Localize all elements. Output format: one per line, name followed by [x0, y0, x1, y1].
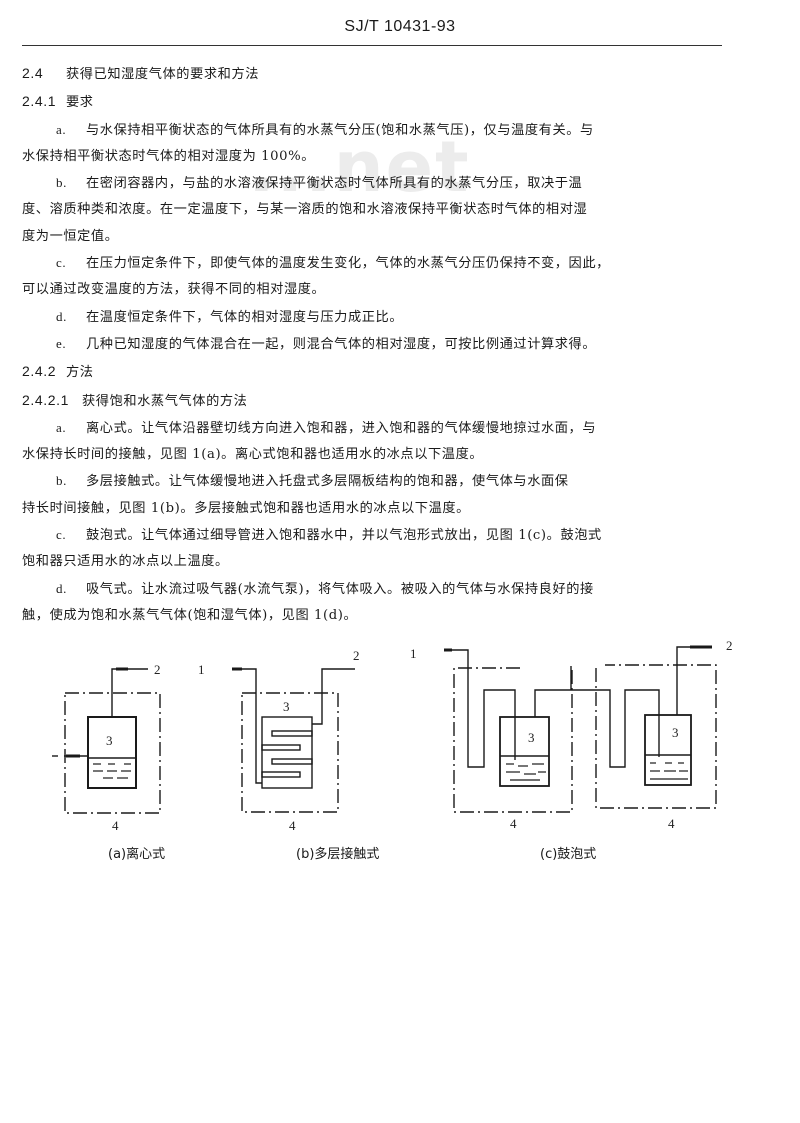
requirement-item-a: a. 与水保持相平衡状态的气体所具有的水蒸气分压(饱和水蒸气压)，仅与温度有关。与… [22, 117, 747, 171]
section-title: 要求 [66, 95, 94, 111]
paragraph-line: 在密闭容器内，与盐的水溶液保持平衡状态时气体所具有的水蒸气分压，取决于温 [86, 176, 583, 192]
paragraph-line: 几种已知湿度的气体混合在一起，则混合气体的相对湿度，可按比例通过计算求得。 [86, 336, 597, 352]
inlet-pipe [444, 649, 516, 768]
watermark: ...net [248, 126, 471, 208]
section-heading-2-4-1: 2.4.1 要求 [22, 88, 747, 116]
bubbles-1 [506, 763, 546, 781]
outlet-pipe [111, 668, 148, 717]
diagram-c-bubbling [444, 645, 717, 813]
paragraph-line: 触，使成为饱和水蒸气气体(饱和湿气体)，见图 1(d)。 [22, 607, 358, 623]
method-item-d: d. 吸气式。让水流过吸气器(水流气泵)，将气体吸入。被吸入的气体与水保持良好的接… [22, 576, 747, 630]
trays [261, 730, 313, 778]
paragraph-line: 饱和器只适用水的冰点以上温度。 [22, 554, 229, 570]
label-thermostat-b: 4 [289, 818, 296, 833]
paragraph-line: 度为一恒定值。 [22, 228, 119, 244]
outlet-pipe [312, 668, 355, 725]
section-number: 2.4.2 [22, 363, 57, 380]
section-title: 获得饱和水蒸气气体的方法 [82, 393, 248, 409]
section-number: 2.4.1 [22, 93, 57, 110]
label-outlet-b: 2 [353, 648, 360, 663]
requirement-item-c: c. 在压力恒定条件下，即使气体的温度发生变化，气体的水蒸气分压仍保持不变，因此，… [22, 250, 747, 304]
section-heading-2-4: 2.4 获得已知湿度气体的要求和方法 [22, 60, 747, 88]
outlet-pipe [676, 646, 712, 715]
thermostat-bath-outline [241, 692, 339, 813]
section-title: 获得已知湿度气体的要求和方法 [66, 67, 260, 82]
label-thermostat-a: 4 [112, 818, 119, 833]
item-letter: c. [56, 255, 67, 271]
saturator-vessel-2 [644, 714, 692, 786]
section-title: 方法 [66, 365, 94, 381]
paragraph-line: 离心式。让气体沿器壁切线方向进入饱和器，进入饱和器的气体缓慢地掠过水面，与 [86, 420, 597, 436]
paragraph-line: 持长时间接触，见图 1(b)。多层接触式饱和器也适用水的冰点以下温度。 [22, 500, 470, 516]
water-hatching [93, 763, 131, 779]
saturator-vessel-1 [499, 716, 550, 787]
diagram-b-multilayer [232, 667, 355, 813]
connecting-pipe [534, 689, 660, 768]
caption-a: (a)离心式 [108, 847, 166, 862]
paragraph-line: 在压力恒定条件下，即使气体的温度发生变化，气体的水蒸气分压仍保持不变，因此， [86, 256, 610, 272]
item-letter: d. [56, 308, 67, 324]
label-thermostat-c2: 4 [668, 816, 675, 831]
paragraph-line: 度、溶质种类和浓度。在一定温度下，与某一溶质的饱和水溶液保持平衡状态时气体的相对… [22, 202, 588, 218]
label-saturator-c2: 3 [672, 725, 679, 740]
label-inlet-b: 1 [198, 662, 205, 677]
saturator-vessel [87, 716, 137, 789]
saturator-vessel [261, 716, 313, 789]
diagram-a-centrifugal [52, 667, 161, 814]
bubbles-2 [650, 762, 688, 780]
thermostat-bath-outline-right [595, 664, 717, 809]
inlet-pipe [232, 668, 262, 784]
thermostat-bath-outline-left [453, 667, 573, 813]
label-saturator-b: 3 [283, 699, 290, 714]
paragraph-line: 鼓泡式。让气体通过细导管进入饱和器水中，并以气泡形式放出，见图 1(c)。鼓泡式 [86, 528, 602, 544]
item-letter: b. [56, 473, 67, 489]
method-item-c: c. 鼓泡式。让气体通过细导管进入饱和器水中，并以气泡形式放出，见图 1(c)。鼓… [22, 522, 747, 576]
item-letter: a. [56, 121, 67, 137]
caption-c: (c)鼓泡式 [540, 847, 597, 862]
section-number: 2.4.2.1 [22, 391, 70, 408]
label-inlet-c: 1 [410, 646, 417, 661]
paragraph-line: 吸气式。让水流过吸气器(水流气泵)，将气体吸入。被吸入的气体与水保持良好的接 [86, 581, 594, 597]
paragraph-line: 水保持长时间的接触，见图 1(a)。离心式饱和器也适用水的冰点以下温度。 [22, 447, 484, 463]
paragraph-line: 水保持相平衡状态时气体的相对湿度为 100%。 [22, 148, 316, 164]
paragraph-line: 多层接触式。让气体缓慢地进入托盘式多层隔板结构的饱和器，使气体与水面保 [86, 474, 569, 490]
item-letter: a. [56, 419, 67, 435]
label-saturator-c1: 3 [528, 730, 535, 745]
label-saturator-a: 3 [106, 733, 113, 748]
method-item-b: b. 多层接触式。让气体缓慢地进入托盘式多层隔板结构的饱和器，使气体与水面保 持长… [22, 468, 747, 522]
item-letter: b. [56, 175, 67, 191]
label-thermostat-c1: 4 [510, 816, 517, 831]
item-letter: c. [56, 527, 67, 543]
paragraph-line: 与水保持相平衡状态的气体所具有的水蒸气分压(饱和水蒸气压)，仅与温度有关。与 [86, 122, 594, 138]
section-heading-2-4-2-1: 2.4.2.1 获得饱和水蒸气气体的方法 [22, 387, 747, 415]
paragraph-line: 可以通过改变温度的方法，获得不同的相对湿度。 [22, 282, 326, 298]
section-number: 2.4 [22, 65, 44, 81]
requirement-item-b: b. 在密闭容器内，与盐的水溶液保持平衡状态时气体所具有的水蒸气分压，取决于温 度… [22, 170, 747, 250]
label-outlet-a: 2 [154, 662, 161, 677]
header-rule [22, 45, 722, 46]
paragraph-line: 在温度恒定条件下，气体的相对湿度与压力成正比。 [86, 309, 404, 325]
document-body: 2.4 获得已知湿度气体的要求和方法 2.4.1 要求 a. 与水保持相平衡状态的气体… [22, 60, 747, 629]
requirement-item-e: e. 几种已知湿度的气体混合在一起，则混合气体的相对湿度，可按比例通过计算求得。 [22, 331, 747, 358]
item-letter: e. [56, 335, 67, 351]
label-outlet-c: 2 [726, 638, 733, 653]
standard-code-header: SJ/T 10431-93 [344, 18, 456, 35]
item-letter: d. [56, 580, 67, 596]
figure-labels: 2 3 4 1 2 3 4 1 2 3 3 4 4 [106, 638, 733, 833]
method-item-a: a.离心式。让气体沿器壁切线方向进入饱和器，进入饱和器的气体缓慢地掠过水面，与 … [22, 415, 747, 469]
section-heading-2-4-2: 2.4.2 方法 [22, 358, 747, 386]
thermostat-bath-outline [64, 692, 161, 814]
caption-b: (b)多层接触式 [296, 847, 380, 862]
requirement-item-d: d. 在温度恒定条件下，气体的相对湿度与压力成正比。 [22, 304, 747, 331]
